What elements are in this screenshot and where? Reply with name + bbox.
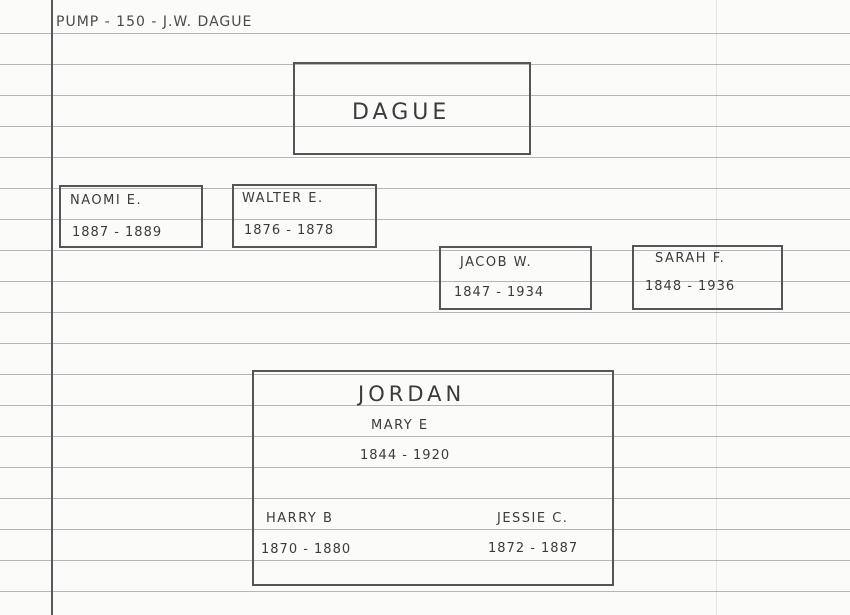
- person-name: WALTER E.: [242, 191, 324, 206]
- child-years: 1870 - 1880: [261, 542, 352, 557]
- person-name: JACOB W.: [460, 255, 533, 270]
- person-box-jacob: JACOB W. 1847 - 1934: [439, 246, 592, 310]
- person-box-sarah: SARAH F. 1848 - 1936: [632, 245, 783, 310]
- person-years: 1848 - 1936: [645, 279, 736, 294]
- jordan-family-box: JORDAN MARY E 1844 - 1920 HARRY B 1870 -…: [252, 370, 614, 586]
- person-name: NAOMI E.: [70, 193, 143, 208]
- family-name: JORDAN: [358, 382, 466, 406]
- page-header: PUMP - 150 - J.W. DAGUE: [56, 14, 253, 30]
- person-box-naomi: NAOMI E. 1887 - 1889: [59, 185, 203, 248]
- person-years: 1876 - 1878: [244, 223, 335, 238]
- faint-vertical-line: [716, 0, 717, 615]
- person-name: MARY E: [371, 418, 429, 433]
- child-name: JESSIE C.: [497, 511, 569, 526]
- child-name: HARRY B: [266, 511, 334, 526]
- child-years: 1872 - 1887: [488, 541, 579, 556]
- dague-family-box: DAGUE: [293, 62, 531, 155]
- person-years: 1847 - 1934: [454, 285, 545, 300]
- person-name: SARAH F.: [655, 251, 726, 266]
- person-years: 1844 - 1920: [360, 448, 451, 463]
- person-box-walter: WALTER E. 1876 - 1878: [232, 184, 377, 248]
- person-years: 1887 - 1889: [72, 225, 163, 240]
- family-name: DAGUE: [352, 100, 451, 125]
- margin-line: [51, 0, 53, 615]
